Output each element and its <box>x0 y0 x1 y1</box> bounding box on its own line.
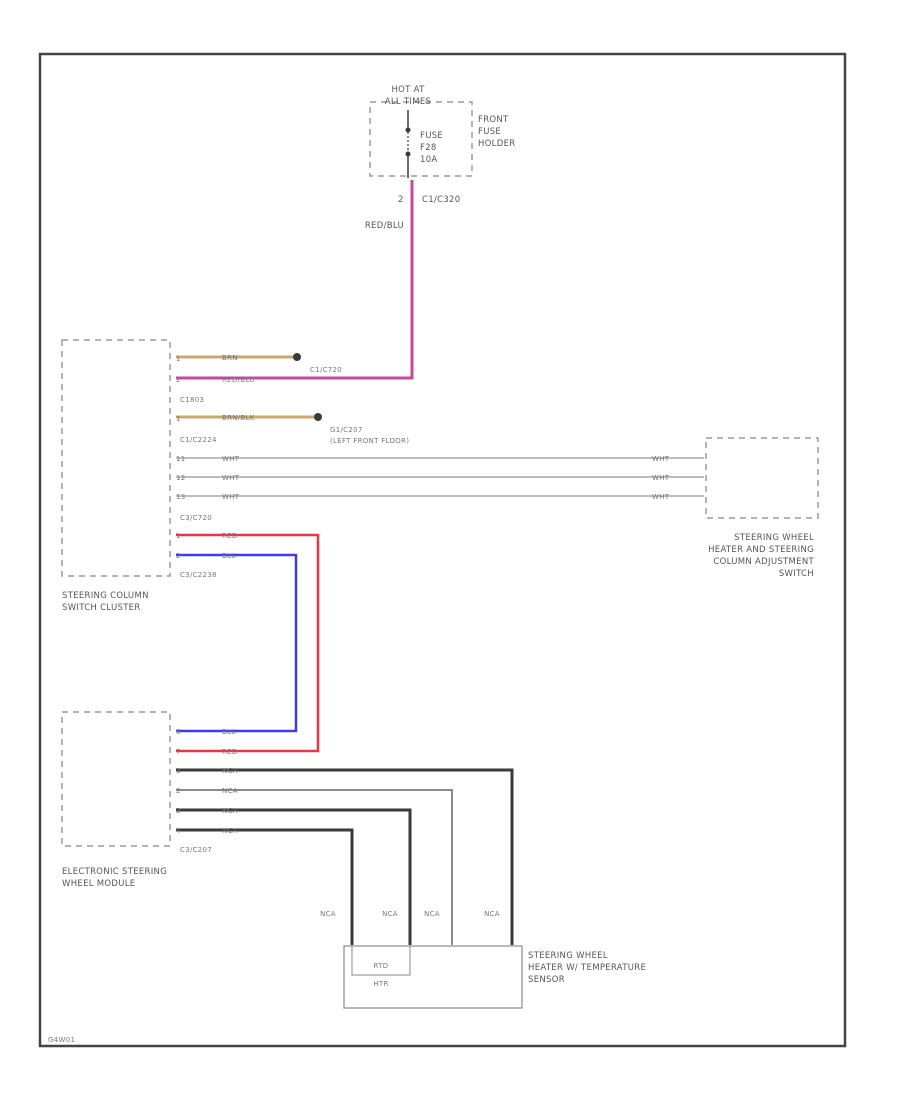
pin-1: 1 <box>176 355 181 363</box>
wire-red-blu-label: RED/BLU <box>222 376 255 384</box>
heater-box <box>343 945 523 1009</box>
wire-wht-2-label: WHT <box>222 474 240 482</box>
ground-desc: (LEFT FRONT FLOOR) <box>330 437 409 445</box>
fuse-label-2: F28 <box>420 143 437 153</box>
diagram-code: G4W01 <box>48 1036 75 1044</box>
pin-bus-1: 1 <box>176 532 181 540</box>
wire-nca-v4-label: NCA <box>320 910 336 918</box>
pin-e3: 3 <box>176 807 181 815</box>
wire-brn-blk-label: BRN/BLK <box>222 414 255 422</box>
electronic-steering-wheel-module: ELECTRONIC STEERING WHEEL MODULE <box>61 711 171 889</box>
wire-nca-3 <box>176 808 412 945</box>
wire-nca-1 <box>176 768 514 945</box>
fuse-pin-label: 2 <box>398 195 404 205</box>
steering-wheel-heater: RTD HTR STEERING WHEEL HEATER W/ TEMPERA… <box>343 945 646 1009</box>
fuse-terminal-top <box>405 127 411 133</box>
switch-cluster-label-2: SWITCH CLUSTER <box>62 603 141 613</box>
switch-cluster-label-1: STEERING COLUMN <box>62 591 149 601</box>
pin-11: 11 <box>176 455 186 463</box>
wire-red-bot-label: RED <box>222 748 238 756</box>
pin-bus-2: 2 <box>176 552 181 560</box>
wire-wht-1-label-right: WHT <box>652 455 670 463</box>
pin-13: 13 <box>176 493 186 501</box>
hot-at-label-1: HOT AT <box>391 85 425 95</box>
connector-c5-label: C3/C2238 <box>180 571 217 579</box>
connector-c2-label: C1803 <box>180 396 204 404</box>
heater-label-3: SENSOR <box>528 975 565 985</box>
fuse-terminal-bottom <box>405 151 411 157</box>
connector-c1-label: C1/C720 <box>310 366 342 374</box>
heater-switch-label-1: STEERING WHEEL <box>734 533 814 543</box>
connector-c4-label: C3/C720 <box>180 514 212 522</box>
wire-blu-bus <box>176 553 298 733</box>
holder-label-3: HOLDER <box>478 139 515 149</box>
pin-e6: 6 <box>176 728 181 736</box>
pin-e7: 7 <box>176 748 181 756</box>
pin-3: 1 <box>176 415 181 423</box>
ground-point-1 <box>293 353 301 361</box>
steering-column-switch-cluster: STEERING COLUMN SWITCH CLUSTER <box>61 339 171 613</box>
switch-cluster-box <box>61 339 171 577</box>
wire-nca-4-label: NCA <box>222 827 238 835</box>
wire-nca-v2-label: NCA <box>424 910 440 918</box>
wire-nca-3-label: NCA <box>222 807 238 815</box>
wire-blu-bot-label: BLU <box>222 728 236 736</box>
heater-switch-box <box>705 437 819 519</box>
holder-label-1: FRONT <box>478 115 509 125</box>
wire-nca-4 <box>176 828 354 945</box>
feed-wire-red-blu <box>176 180 414 380</box>
heater-label-2: HEATER W/ TEMPERATURE <box>528 963 646 973</box>
diagram-frame <box>38 52 847 1048</box>
wire-red-bus <box>176 533 320 753</box>
heater-switch-label-2: HEATER AND STEERING <box>708 545 814 555</box>
heater-switch-label-3: COLUMN ADJUSTMENT <box>713 557 814 567</box>
feed-wire-label: RED/BLU <box>365 221 404 231</box>
esw-module-label-2: WHEEL MODULE <box>62 879 135 889</box>
wire-wht-3-label: WHT <box>222 493 240 501</box>
pin-e4: 4 <box>176 827 181 835</box>
heater-inner-label-1: RTD <box>374 962 389 970</box>
wire-red-top-label: RED <box>222 532 238 540</box>
holder-label-2: FUSE <box>478 127 501 137</box>
pin-12: 12 <box>176 474 186 482</box>
esw-module-label-1: ELECTRONIC STEERING <box>62 867 167 877</box>
heater-switch-label-4: SWITCH <box>779 569 814 579</box>
pin-2: 2 <box>176 376 181 384</box>
wire-wht-2-label-right: WHT <box>652 474 670 482</box>
heater-inner-label-2: HTR <box>373 980 388 988</box>
pin-e1: 1 <box>176 767 181 775</box>
fuse-connector-label: C1/C320 <box>422 195 460 205</box>
wire-wht-3-label-right: WHT <box>652 493 670 501</box>
wire-nca-1-label: NCA <box>222 767 238 775</box>
wire-blu-top-label: BLU <box>222 552 236 560</box>
ground-label: G1/C207 <box>330 426 363 434</box>
heater-inner-element <box>351 946 411 976</box>
front-fuse-holder: HOT AT ALL TIMES FUSE F28 10A FRONT FUSE… <box>369 85 515 205</box>
wire-nca-2-label: NCA <box>222 787 238 795</box>
esw-module-box <box>61 711 171 847</box>
connector-c6-label: C3/C207 <box>180 846 212 854</box>
fuse-label-3: 10A <box>420 155 438 165</box>
pin-e2: 2 <box>176 787 181 795</box>
heater-label-1: STEERING WHEEL <box>528 951 608 961</box>
wire-nca-v1-label: NCA <box>484 910 500 918</box>
wire-nca-2 <box>176 789 453 945</box>
fuse-label-1: FUSE <box>420 131 443 141</box>
wire-nca-v3-label: NCA <box>382 910 398 918</box>
wire-brn-label: BRN <box>222 354 238 362</box>
wire-wht-1-label: WHT <box>222 455 240 463</box>
steering-wheel-heater-switch: STEERING WHEEL HEATER AND STEERING COLUM… <box>705 437 819 579</box>
hot-at-label-2: ALL TIMES <box>385 97 432 107</box>
connector-c3-label: C1/C2224 <box>180 436 217 444</box>
ground-point-2 <box>314 413 322 421</box>
